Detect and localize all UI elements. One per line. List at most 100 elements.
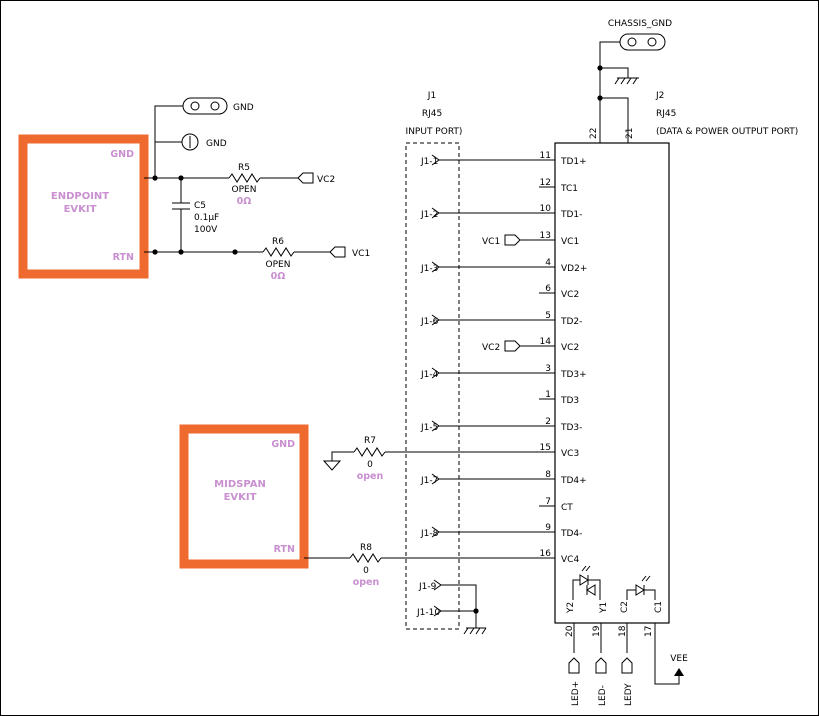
j1-pin-4: J1-4 [420, 370, 439, 380]
j1-type: RJ45 [422, 109, 442, 119]
r5-net: VC2 [317, 175, 335, 185]
r8-branch: R8 0 open [304, 543, 555, 588]
j2-name-td4m: TD4- [560, 529, 582, 539]
led-yellow-pair [572, 565, 601, 600]
j1-desc: INPUT PORT) [406, 127, 463, 137]
r6-alt: 0Ω [271, 271, 286, 282]
r8-value: 0 [363, 566, 369, 576]
c5-capacitor: C5 0.1μF 100V [172, 178, 219, 252]
j2-pin-17: 17 [644, 626, 654, 637]
r7-ref: R7 [364, 436, 376, 446]
endpoint-gnd-label: GND [110, 149, 134, 160]
j2-name-td2m: TD2- [560, 317, 582, 327]
j1-pin-8: J1-8 [420, 529, 439, 539]
j2-pin-18: 18 [618, 625, 628, 637]
j2-name-tc1: TC1 [560, 184, 578, 194]
gnd-tab-label: GND [233, 103, 254, 113]
midspan-title-2: EVKIT [224, 492, 257, 503]
j2-desc: (DATA & POWER OUTPUT PORT) [656, 127, 798, 137]
c5-ref: C5 [194, 201, 206, 211]
j2-type: RJ45 [656, 109, 676, 119]
j2-num-3: 3 [545, 364, 551, 374]
j1-pin-5: J1-5 [420, 423, 438, 433]
r7-alt: open [357, 471, 384, 482]
j2-num-12: 12 [540, 178, 551, 188]
endpoint-evkit: ENDPOINT EVKIT GND RTN [18, 134, 149, 279]
r7-value: 0 [367, 460, 373, 470]
j2-vc2-tag: VC2 [482, 343, 500, 353]
j1-ref: J1 [427, 91, 436, 101]
j1-pin-6: J1-6 [420, 317, 439, 327]
j2-num-7: 7 [545, 497, 551, 507]
midspan-evkit: MIDSPAN EVKIT GND RTN [179, 424, 309, 569]
j1-pin-9: J1-9 [418, 582, 437, 592]
endpoint-title-2: EVKIT [64, 204, 97, 215]
r8-alt: open [353, 577, 380, 588]
led-y1-label: Y1 [599, 602, 609, 614]
midspan-rtn-label: RTN [274, 544, 295, 555]
j2-pin-22: 22 [589, 128, 599, 139]
gnd-circle-label: GND [206, 139, 227, 149]
j2-name-td3: TD3 [560, 396, 579, 406]
net-led-minus: LED- [598, 685, 608, 706]
endpoint-title-1: ENDPOINT [51, 191, 109, 202]
j2-name-td1p: TD1+ [560, 157, 587, 167]
r5-value: OPEN [232, 185, 257, 195]
led-c-pair [626, 575, 656, 600]
c5-value: 0.1μF [194, 213, 219, 223]
j2-pin-20: 20 [565, 625, 575, 637]
j2-num-4: 4 [545, 258, 551, 268]
j2-name-td3m: TD3- [560, 423, 582, 433]
j2-pin-21: 21 [625, 128, 635, 139]
j1-pin-10: J1-10 [416, 608, 440, 618]
j2-num-9: 9 [545, 523, 551, 533]
j2-num-16: 16 [540, 549, 552, 559]
j2-num-14: 14 [540, 337, 552, 347]
j2-name-td4p: TD4+ [560, 476, 587, 486]
j2-num-11: 11 [540, 151, 551, 161]
r8-ref: R8 [360, 543, 372, 553]
j2-name-vc3: VC3 [561, 449, 579, 459]
led-c1-label: C1 [654, 601, 664, 613]
j2-num-10: 10 [540, 204, 552, 214]
net-ledy: LEDY [624, 683, 634, 706]
net-vee: VEE [670, 654, 688, 664]
led-y2-label: Y2 [566, 602, 576, 614]
c5-voltage: 100V [194, 225, 218, 235]
r6-net: VC1 [352, 249, 370, 259]
r6-branch: R6 OPEN 0Ω VC1 [144, 237, 370, 282]
j1-pin-3: J1-3 [420, 264, 438, 274]
r5-ref: R5 [238, 163, 250, 173]
midspan-title-1: MIDSPAN [214, 479, 266, 490]
j2-name-vc2b: VC2 [561, 343, 579, 353]
r5-alt: 0Ω [237, 196, 252, 207]
j2-num-15: 15 [540, 443, 551, 453]
r7-branch: R7 0 open [322, 436, 555, 482]
j2-num-5: 5 [545, 311, 551, 321]
j2-num-6: 6 [545, 284, 551, 294]
j1-pin-1: J1-1 [420, 157, 438, 167]
midspan-gnd-label: GND [271, 439, 295, 450]
endpoint-rtn-label: RTN [113, 252, 134, 263]
j2-pin-19: 19 [592, 625, 602, 637]
j2-name-vc1: VC1 [561, 237, 579, 247]
j2-name-vc4: VC4 [561, 555, 579, 565]
j2-num-8: 8 [545, 470, 551, 480]
j2-name-vd2p: VD2+ [561, 264, 587, 274]
j2-name-ct: CT [561, 503, 573, 513]
top-left-grounds: GND GND [152, 97, 254, 181]
r5-branch: R5 OPEN 0Ω VC2 [144, 163, 335, 207]
j2-name-td1m: TD1- [560, 210, 582, 220]
j1-pin-2: J1-2 [420, 210, 438, 220]
chassis-gnd-label: CHASSIS_GND [608, 19, 672, 29]
j2-vc1-tag: VC1 [482, 237, 500, 247]
j2-num-13: 13 [540, 231, 551, 241]
j1-connector: J1 RJ45 INPUT PORT) J1-1 J1-2 J1-3 J1-6 … [405, 91, 555, 635]
j2-ref: J2 [655, 91, 664, 101]
j2-num-2: 2 [545, 417, 551, 427]
j2-name-td3p: TD3+ [560, 370, 587, 380]
led-c2-label: C2 [620, 601, 630, 613]
j2-connector: J2 RJ45 (DATA & POWER OUTPUT PORT) CHASS… [482, 19, 798, 706]
